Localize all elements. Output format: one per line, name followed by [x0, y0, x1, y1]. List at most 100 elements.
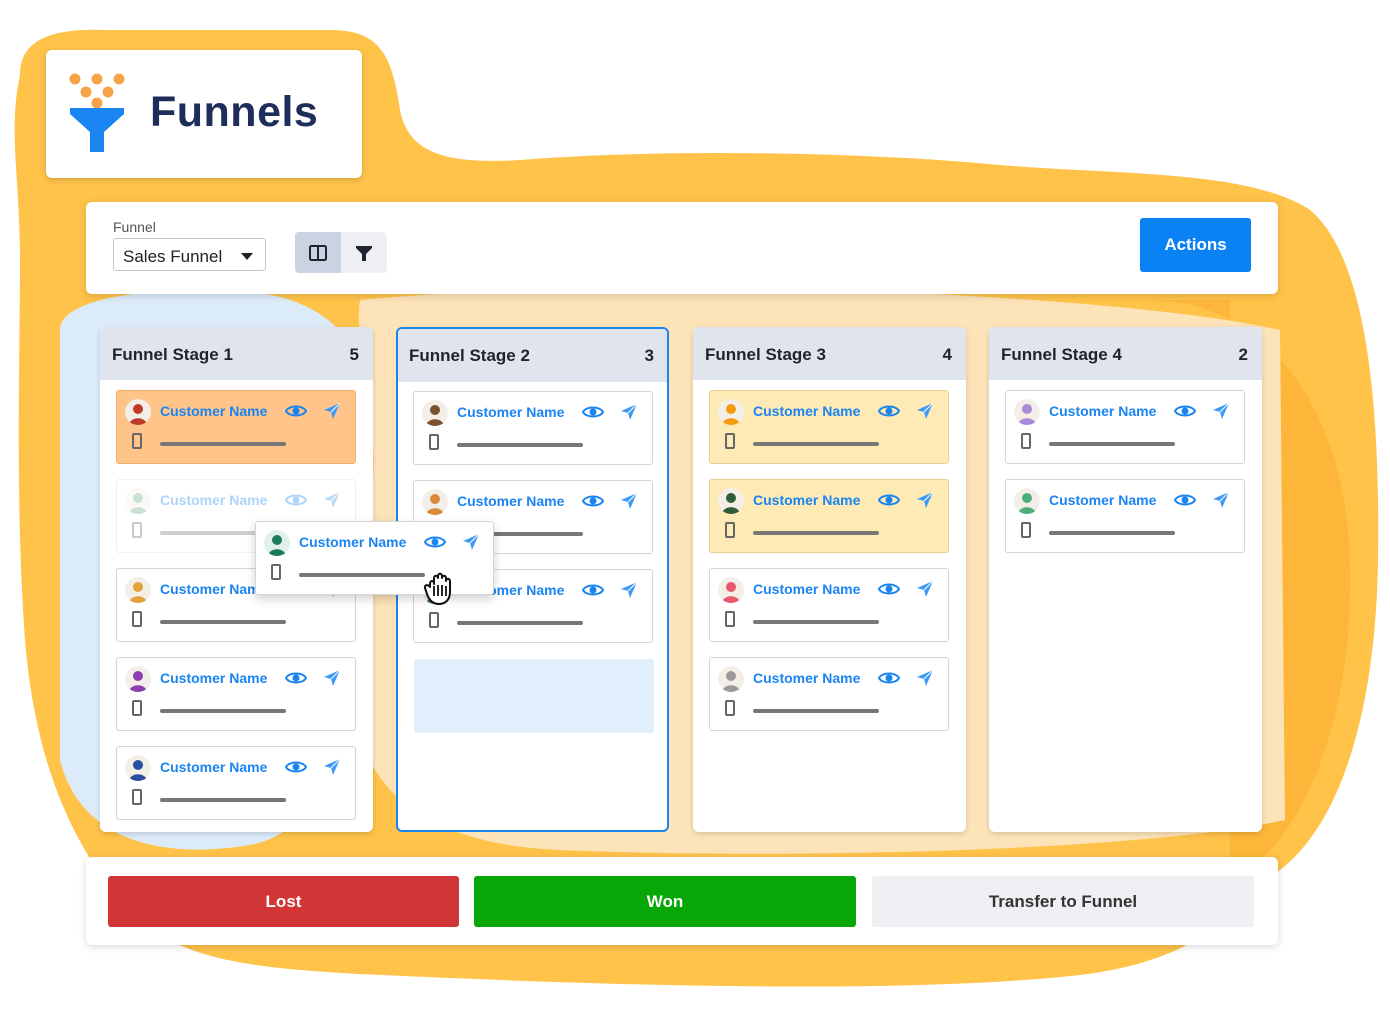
phone-icon — [725, 700, 735, 716]
filter-button[interactable] — [341, 232, 387, 273]
customer-name[interactable]: Customer Name — [160, 492, 268, 508]
phone-icon — [725, 522, 735, 538]
columns-view-button[interactable] — [295, 232, 341, 273]
send-icon[interactable] — [323, 491, 341, 514]
send-icon[interactable] — [323, 758, 341, 781]
eye-icon[interactable] — [581, 404, 605, 425]
detail-placeholder-line — [753, 442, 879, 446]
lost-button[interactable]: Lost — [108, 876, 459, 927]
detail-placeholder-line — [457, 532, 583, 536]
transfer-to-funnel-button[interactable]: Transfer to Funnel — [872, 876, 1254, 927]
customer-card[interactable]: Customer Name — [116, 390, 356, 464]
detail-placeholder-line — [457, 621, 583, 625]
avatar — [125, 488, 151, 514]
customer-card[interactable]: Customer Name — [1005, 479, 1245, 553]
funnel-select[interactable]: Sales Funnel — [113, 238, 266, 271]
avatar — [422, 400, 448, 426]
eye-icon[interactable] — [1173, 403, 1197, 424]
customer-name[interactable]: Customer Name — [299, 534, 407, 550]
view-toggle — [295, 232, 387, 273]
eye-icon[interactable] — [284, 492, 308, 513]
columns-icon — [309, 244, 327, 261]
funnel-select-value: Sales Funnel — [123, 247, 223, 266]
customer-card[interactable]: Customer Name — [1005, 390, 1245, 464]
customer-name[interactable]: Customer Name — [160, 581, 268, 597]
customer-name[interactable]: Customer Name — [457, 404, 565, 420]
bottom-action-bar: Lost Won Transfer to Funnel — [86, 857, 1278, 945]
column-count: 4 — [942, 345, 952, 364]
avatar — [718, 577, 744, 603]
eye-icon[interactable] — [877, 670, 901, 691]
column-count: 2 — [1238, 345, 1248, 364]
send-icon[interactable] — [620, 581, 638, 604]
customer-name[interactable]: Customer Name — [1049, 492, 1157, 508]
eye-icon[interactable] — [284, 670, 308, 691]
customer-card[interactable]: Customer Name — [116, 657, 356, 731]
customer-card[interactable]: Customer Name — [413, 569, 653, 643]
eye-icon[interactable] — [424, 534, 446, 550]
customer-card[interactable]: Customer Name — [709, 390, 949, 464]
send-icon[interactable] — [620, 492, 638, 515]
phone-icon — [1021, 522, 1031, 538]
eye-icon[interactable] — [877, 581, 901, 602]
detail-placeholder-line — [160, 620, 286, 624]
customer-card[interactable]: Customer Name — [413, 391, 653, 465]
eye-icon[interactable] — [877, 403, 901, 424]
eye-icon[interactable] — [1173, 492, 1197, 513]
column-count: 5 — [349, 345, 359, 364]
send-icon[interactable] — [1212, 491, 1230, 514]
phone-icon — [132, 611, 142, 627]
send-icon[interactable] — [916, 491, 934, 514]
phone-icon — [132, 789, 142, 805]
filter-icon — [356, 245, 372, 261]
detail-placeholder-line — [753, 709, 879, 713]
column-title: Funnel Stage 1 — [112, 345, 233, 364]
eye-icon[interactable] — [284, 759, 308, 780]
send-icon[interactable] — [916, 580, 934, 603]
send-icon[interactable] — [323, 402, 341, 425]
phone-icon — [429, 434, 439, 450]
customer-name[interactable]: Customer Name — [753, 492, 861, 508]
customer-card[interactable]: Customer Name — [709, 568, 949, 642]
detail-placeholder-line — [1049, 531, 1175, 535]
eye-icon[interactable] — [581, 493, 605, 514]
drop-zone[interactable] — [414, 659, 654, 733]
actions-button[interactable]: Actions — [1140, 218, 1251, 272]
eye-icon[interactable] — [877, 492, 901, 513]
dragged-card[interactable]: Customer Name — [255, 521, 494, 595]
won-button[interactable]: Won — [474, 876, 856, 927]
customer-name[interactable]: Customer Name — [160, 403, 268, 419]
customer-name[interactable]: Customer Name — [160, 759, 268, 775]
detail-placeholder-line — [160, 442, 286, 446]
avatar — [264, 530, 290, 556]
column-title: Funnel Stage 4 — [1001, 345, 1122, 364]
customer-name[interactable]: Customer Name — [753, 403, 861, 419]
avatar — [422, 489, 448, 515]
customer-card[interactable]: Customer Name — [709, 657, 949, 731]
customer-name[interactable]: Customer Name — [1049, 403, 1157, 419]
send-icon[interactable] — [620, 403, 638, 426]
detail-placeholder-line — [160, 531, 286, 535]
column-title: Funnel Stage 3 — [705, 345, 826, 364]
send-icon[interactable] — [323, 669, 341, 692]
customer-card[interactable]: Customer Name — [709, 479, 949, 553]
customer-name[interactable]: Customer Name — [753, 581, 861, 597]
column-header: Funnel Stage 4 2 — [989, 327, 1262, 380]
detail-placeholder-line — [753, 531, 879, 535]
column-header: Funnel Stage 3 4 — [693, 327, 966, 380]
eye-icon[interactable] — [284, 403, 308, 424]
avatar — [718, 399, 744, 425]
send-icon[interactable] — [1212, 402, 1230, 425]
send-icon[interactable] — [916, 669, 934, 692]
customer-name[interactable]: Customer Name — [160, 670, 268, 686]
eye-icon[interactable] — [581, 582, 605, 603]
send-icon[interactable] — [462, 533, 480, 551]
grab-hand-icon — [423, 572, 451, 605]
send-icon[interactable] — [916, 402, 934, 425]
customer-name[interactable]: Customer Name — [457, 493, 565, 509]
customer-card[interactable]: Customer Name — [116, 746, 356, 820]
phone-icon — [725, 433, 735, 449]
customer-name[interactable]: Customer Name — [753, 670, 861, 686]
